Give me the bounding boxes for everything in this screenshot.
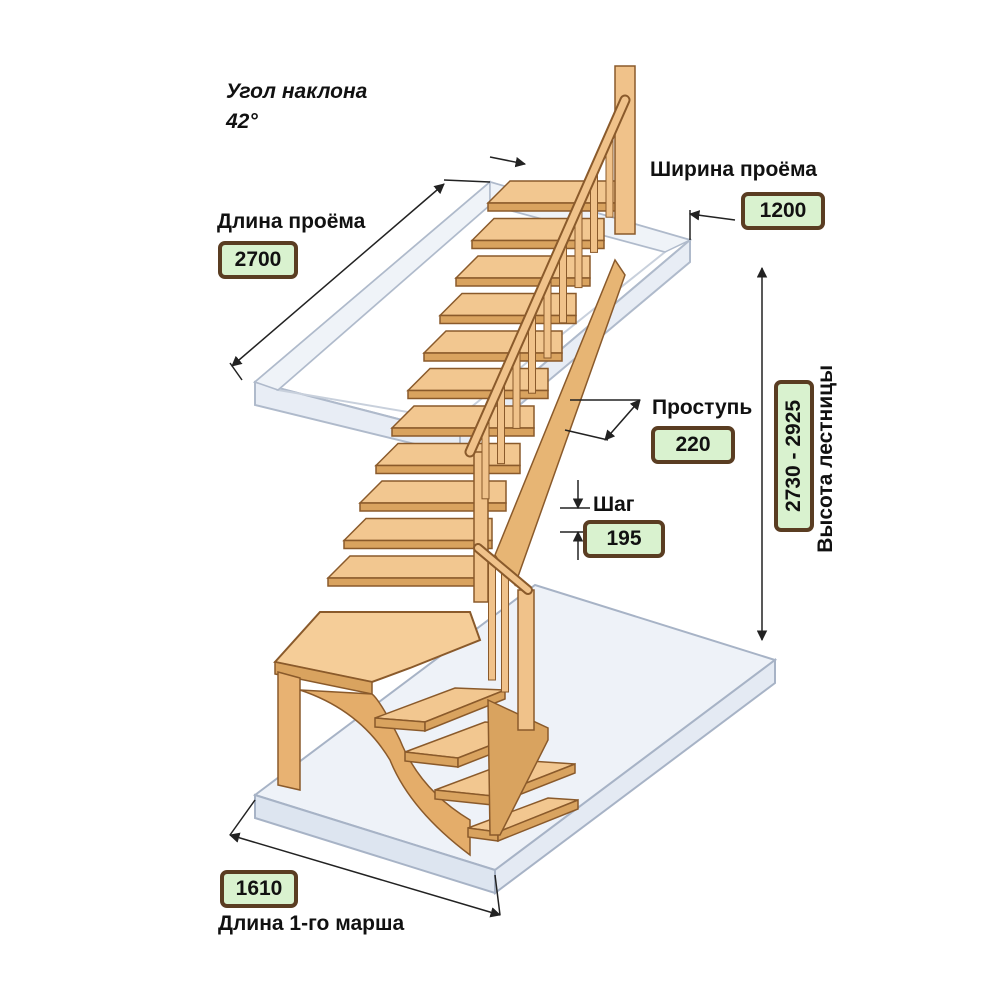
tread-nosing	[423, 352, 563, 362]
tread-nosing	[343, 539, 493, 550]
tread-nosing	[471, 239, 605, 250]
tread-nosing	[327, 577, 479, 587]
winder-landing	[273, 611, 482, 857]
tread	[422, 330, 563, 354]
tread	[342, 517, 493, 542]
step-label: Шаг	[593, 493, 635, 516]
tread-nosing	[407, 389, 549, 400]
tread-side	[424, 688, 506, 733]
tread-badge: 220	[651, 426, 735, 464]
baluster	[501, 571, 509, 693]
slope-label: Угол наклона	[226, 80, 368, 103]
stair-height-badge: 2730 - 2925	[774, 380, 814, 532]
tread	[486, 180, 619, 204]
dimension-lines	[228, 156, 768, 918]
opening-width-label: Ширина проёма	[650, 158, 817, 181]
opening-length-label: Длина проёма	[217, 210, 366, 233]
tread-nosing	[359, 502, 507, 512]
tread-label: Проступь	[652, 396, 753, 419]
tread-nosing	[439, 314, 577, 325]
opening-length-badge: 2700	[218, 241, 298, 279]
first-flight-length-label: Длина 1-го марша	[218, 912, 405, 935]
handrails	[464, 94, 631, 595]
baluster	[488, 559, 496, 681]
tread	[438, 292, 577, 317]
tread-nosing	[455, 277, 591, 287]
tread-nosing	[391, 427, 535, 437]
lower-flight-treads	[374, 687, 579, 843]
step-badge: 195	[583, 520, 665, 558]
tread-nosing	[375, 464, 521, 475]
lower-stringer	[487, 698, 549, 836]
tread-nosing	[487, 202, 619, 212]
tread	[470, 217, 605, 242]
tread	[454, 255, 591, 279]
first-flight-length-badge: 1610	[220, 870, 298, 908]
tread	[326, 555, 479, 579]
slope-value: 42°	[226, 110, 258, 133]
stair-height-label: Высота лестницы	[814, 365, 837, 553]
tread	[406, 367, 549, 392]
opening-width-badge: 1200	[741, 192, 825, 230]
